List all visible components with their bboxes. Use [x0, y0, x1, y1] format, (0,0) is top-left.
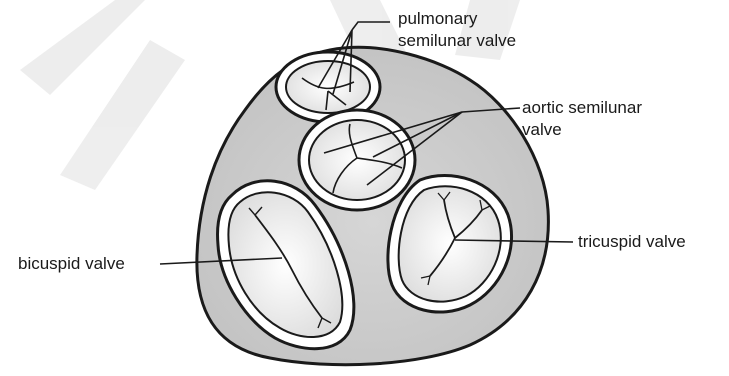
tricuspid-label: tricuspid valve	[578, 232, 686, 252]
aortic-label-line2: valve	[522, 120, 562, 140]
aortic-valve	[299, 110, 415, 210]
aortic-label-line1: aortic semilunar	[522, 98, 642, 118]
pulmonary-label-line1: pulmonary	[398, 9, 477, 29]
pulmonary-label-line2: semilunar valve	[398, 31, 516, 51]
bicuspid-label: bicuspid valve	[18, 254, 125, 274]
